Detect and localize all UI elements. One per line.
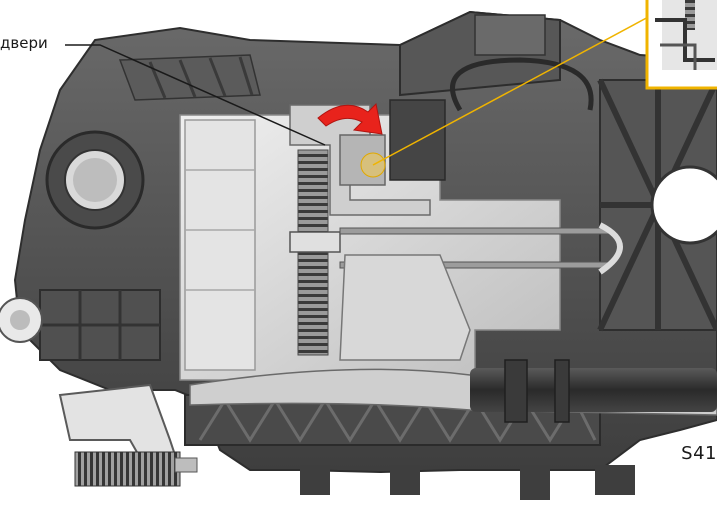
figure-code-label: S41 <box>681 443 717 464</box>
detail-inset <box>645 0 717 90</box>
actuating-rods <box>339 222 623 275</box>
inner-carrier <box>179 114 561 381</box>
door-callout-label: двери <box>0 34 48 52</box>
leader-line <box>65 44 326 146</box>
spring-bracket <box>0 297 198 487</box>
handle-arm <box>339 254 471 361</box>
callout-line <box>372 14 653 166</box>
red-motion-arrow <box>317 102 383 135</box>
bowden-cable <box>189 57 717 423</box>
